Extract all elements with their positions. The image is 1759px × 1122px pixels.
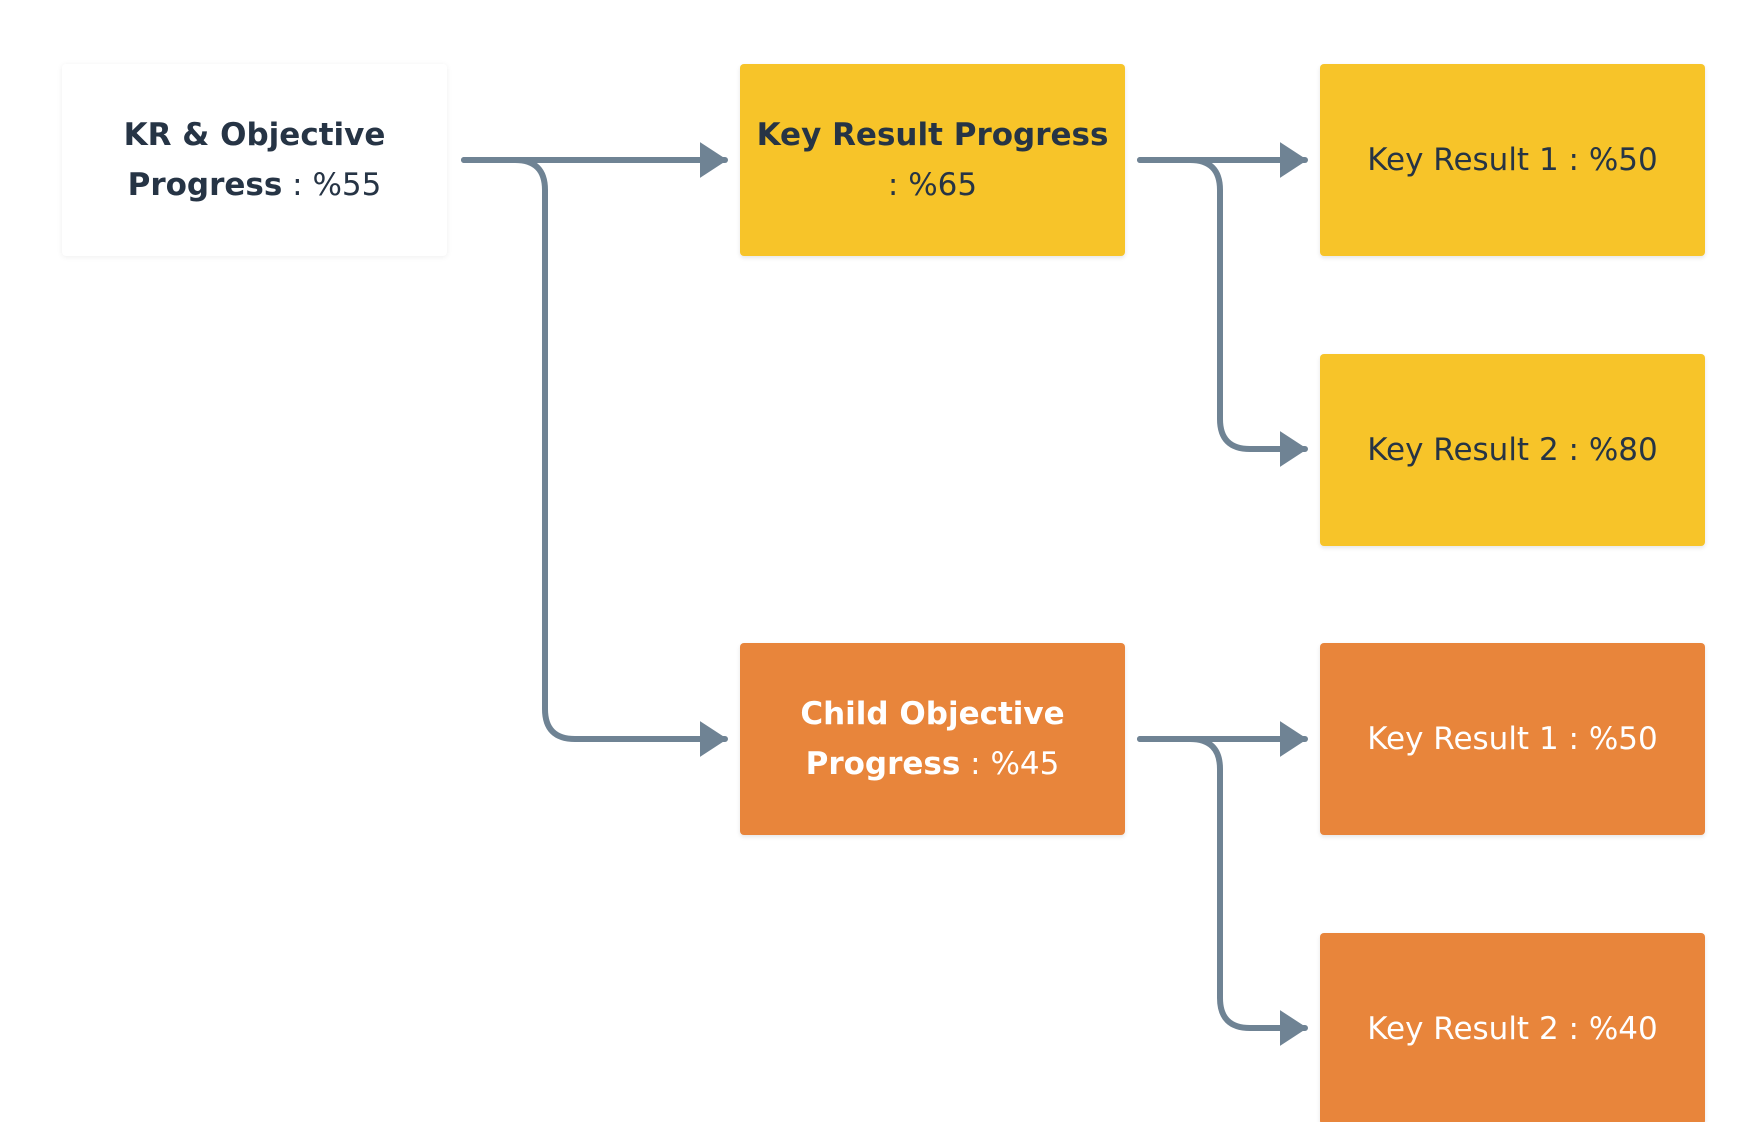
orange-key-result-2-node: Key Result 2 : %40 <box>1320 933 1705 1122</box>
orange-key-result-1-label: Key Result 1 : %50 <box>1367 721 1658 757</box>
orange-key-result-1-node: Key Result 1 : %50 <box>1320 643 1705 835</box>
key-result-progress-title: Key Result Progress <box>756 117 1109 153</box>
root-objective-node: KR & Objective Progress : %55 <box>62 64 447 256</box>
child-objective-node: Child Objective Progress : %45 <box>740 643 1125 835</box>
child-objective-title: Child Objective <box>800 696 1065 732</box>
connector-child-objective-to-kr2 <box>1137 736 1308 1046</box>
yellow-key-result-2-node: Key Result 2 : %80 <box>1320 354 1705 546</box>
child-objective-progress-label: Progress <box>805 746 961 782</box>
yellow-key-result-1-node: Key Result 1 : %50 <box>1320 64 1705 256</box>
orange-key-result-2-label: Key Result 2 : %40 <box>1367 1011 1658 1047</box>
yellow-key-result-1-label: Key Result 1 : %50 <box>1367 142 1658 178</box>
key-result-progress-value: : %65 <box>887 167 978 203</box>
root-progress-value: : %55 <box>282 167 382 203</box>
root-progress-label: Progress <box>127 167 283 203</box>
yellow-key-result-2-label: Key Result 2 : %80 <box>1367 432 1658 468</box>
root-title: KR & Objective <box>123 117 386 153</box>
connector-root-to-child-objective <box>461 157 728 757</box>
key-result-progress-node: Key Result Progress : %65 <box>740 64 1125 256</box>
child-objective-progress-value: : %45 <box>960 746 1060 782</box>
connector-kr-progress-to-kr2 <box>1137 157 1308 467</box>
